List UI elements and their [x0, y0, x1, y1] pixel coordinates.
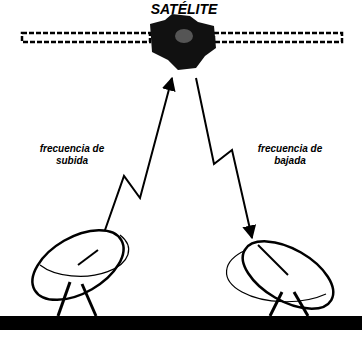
solar-panel — [214, 33, 342, 42]
dish-leg — [270, 292, 282, 316]
downlink-arrow — [196, 78, 252, 238]
dish-ribs — [227, 250, 326, 302]
dish — [232, 227, 345, 322]
frequency-label: frecuencia de bajada — [255, 143, 325, 166]
satellite-body — [150, 14, 216, 70]
dish-antenna — [21, 216, 136, 316]
uplink-arrow — [98, 78, 172, 250]
dish-leg — [58, 282, 70, 316]
satellite-detail — [175, 29, 193, 43]
ground-bar — [0, 316, 362, 330]
dish — [21, 216, 136, 314]
feed — [78, 250, 98, 265]
frequency-label: frecuencia de subida — [37, 143, 107, 166]
dish-leg — [294, 292, 308, 316]
satellite-title: SATÉLITE — [124, 1, 244, 17]
solar-panel — [22, 33, 150, 42]
dish-ribs — [40, 235, 129, 276]
feed — [258, 245, 288, 275]
dish-leg — [82, 284, 96, 316]
dish-antenna — [227, 227, 345, 322]
satellite — [22, 14, 342, 70]
